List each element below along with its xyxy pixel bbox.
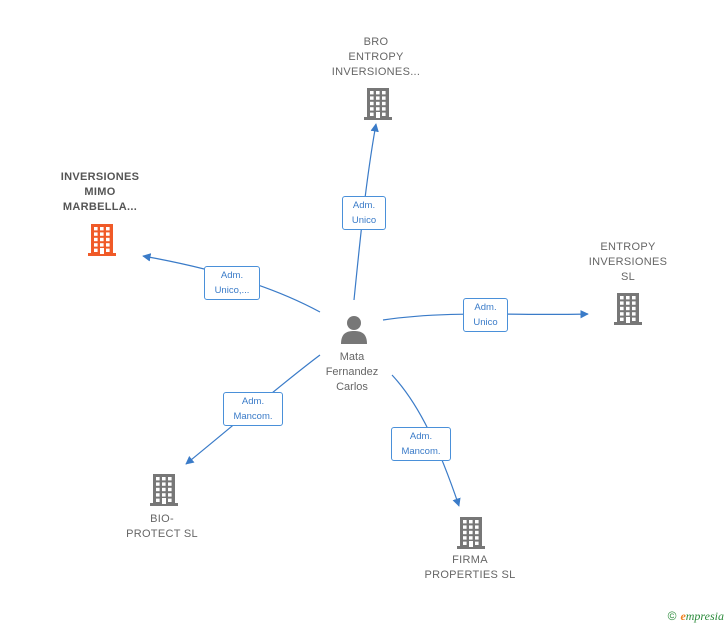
footer-brand[interactable]: ©empresia [668, 609, 724, 624]
company-label-entropy-inversiones[interactable]: ENTROPY INVERSIONES SL [588, 241, 668, 283]
company-label-bro-entropy[interactable]: BRO ENTROPY INVERSIONES... [331, 36, 421, 78]
center-person-label[interactable]: Mata Fernandez Carlos [325, 351, 379, 393]
building-icon[interactable] [86, 222, 118, 256]
relation-label-bio-protect[interactable]: Adm. Mancom. [223, 392, 283, 426]
brand-name: mpresia [685, 609, 724, 623]
company-label-firma-properties[interactable]: FIRMA PROPERTIES SL [424, 554, 516, 581]
building-icon[interactable] [612, 291, 644, 325]
relation-label-firma-properties[interactable]: Adm. Mancom. [391, 427, 451, 461]
relation-label-entropy-inversiones[interactable]: Adm. Unico [463, 298, 508, 332]
company-label-bio-protect[interactable]: BIO- PROTECT SL [126, 513, 198, 540]
relation-label-bro-entropy[interactable]: Adm. Unico [342, 196, 386, 230]
building-icon[interactable] [455, 515, 487, 549]
person-icon[interactable] [339, 314, 369, 344]
building-icon[interactable] [148, 472, 180, 506]
copyright-symbol: © [667, 609, 677, 623]
brand-logo-e: e [680, 609, 686, 623]
relation-label-inversiones-mimo[interactable]: Adm. Unico,... [204, 266, 260, 300]
building-icon[interactable] [362, 86, 394, 120]
company-label-inversiones-mimo[interactable]: INVERSIONES MIMO MARBELLA... [60, 171, 140, 213]
